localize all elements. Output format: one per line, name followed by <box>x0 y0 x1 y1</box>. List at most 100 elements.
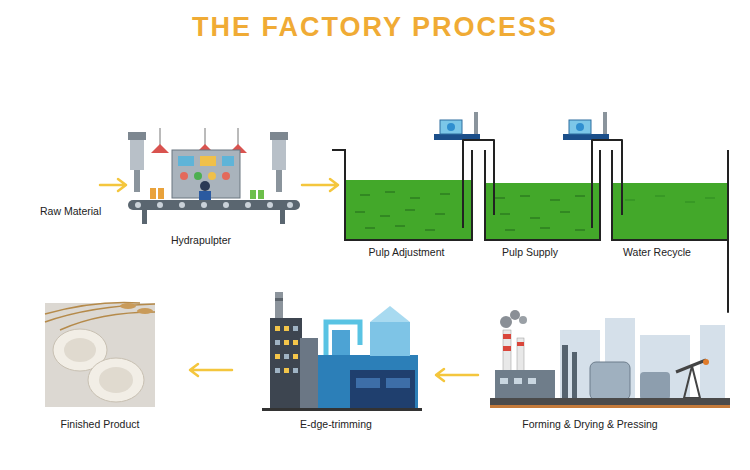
side-building <box>300 338 318 410</box>
product-photo <box>45 302 155 407</box>
robot-arm <box>272 140 286 170</box>
stage-label: Pulp Adjustment <box>338 245 475 259</box>
liquid-ripples <box>355 192 450 230</box>
pump-base <box>434 134 480 140</box>
tower-window <box>293 326 298 331</box>
storage-tank <box>590 362 630 400</box>
bowl-inner <box>99 367 133 393</box>
process-stage: Water Recycle <box>610 148 732 264</box>
tower-window <box>293 354 298 359</box>
smoke-puff <box>500 316 512 328</box>
wheat-ear <box>120 303 136 309</box>
tower-window <box>284 354 289 359</box>
wheat-ear <box>137 308 153 314</box>
lamp-cord <box>238 128 239 145</box>
chimney-band <box>517 342 524 346</box>
smokestack-band <box>275 298 283 301</box>
pump-jack <box>684 366 700 398</box>
robot-arm <box>130 140 144 170</box>
factory-building <box>495 370 555 400</box>
pipe-drop <box>463 148 622 228</box>
belt-leg <box>142 210 147 224</box>
tank-wall <box>332 150 472 240</box>
tower-window <box>275 368 280 373</box>
ground-strip <box>490 398 730 405</box>
ground-strip <box>490 405 730 408</box>
tower-window <box>284 368 289 373</box>
silo <box>370 322 410 356</box>
process-tower <box>562 345 568 400</box>
process-stage: Raw Material <box>40 178 100 224</box>
belt-leg <box>280 210 285 224</box>
pump-pole <box>474 112 478 134</box>
page-title: THE FACTORY PROCESS <box>0 12 750 43</box>
ceiling-lamp <box>151 144 169 153</box>
process-stage: Hydrapulpter <box>126 128 302 250</box>
stage-label: Water Recycle <box>610 245 704 259</box>
ground-line <box>262 408 422 411</box>
stage-label: Forming & Drying & Pressing <box>478 417 702 431</box>
robot-arm <box>134 170 140 192</box>
stage-label: Pulp Supply <box>482 245 578 259</box>
smokestack <box>275 292 283 318</box>
liquid-ripples <box>625 196 715 202</box>
pump-base <box>563 134 609 140</box>
panel-dial <box>222 172 230 180</box>
tower-window <box>293 368 298 373</box>
pump-wheel <box>576 123 584 131</box>
robot-arm <box>270 132 288 140</box>
tower-window <box>293 340 298 345</box>
panel-screen <box>222 156 234 166</box>
process-stage: E-dge-trimming <box>232 288 436 434</box>
tower-window <box>275 326 280 331</box>
panel-dial <box>208 172 216 180</box>
conveyor-belt <box>128 200 300 210</box>
tower-window <box>284 340 289 345</box>
pulp-liquid <box>486 183 599 239</box>
process-stage: Finished Product <box>40 300 190 434</box>
pulp-liquid <box>346 180 471 239</box>
pulp-pipe <box>592 140 622 148</box>
belt-roller <box>223 202 229 208</box>
smoke-puff <box>519 316 527 324</box>
smoke-puff <box>510 310 520 320</box>
duct-pipe <box>326 322 360 355</box>
belt-roller <box>179 202 185 208</box>
process-stage: Forming & Drying & Pressing <box>478 312 730 434</box>
panel-screen <box>178 156 194 166</box>
belt-roller <box>201 202 207 208</box>
stage-label: E-dge-trimming <box>232 417 440 431</box>
water-line <box>727 264 729 312</box>
process-stage: Pulp Supply <box>482 148 604 264</box>
panel-dial <box>180 172 188 180</box>
storage-tank <box>640 372 670 400</box>
panel-screen <box>200 156 216 166</box>
product-jar <box>258 190 264 199</box>
belt-roller <box>287 202 293 208</box>
flow-arrow <box>100 179 126 191</box>
belt-roller <box>157 202 163 208</box>
pulp-bowl <box>88 358 144 402</box>
silo-roof <box>370 306 410 322</box>
factory-window <box>500 378 508 384</box>
control-panel <box>172 150 240 198</box>
stage-label: Hydrapulpter <box>126 233 276 247</box>
tower-window <box>275 354 280 359</box>
tank-wall <box>485 150 600 240</box>
flow-arrow <box>302 179 338 191</box>
flow-arrow <box>436 369 478 381</box>
operator-figure <box>200 181 210 191</box>
chimney-band <box>503 334 511 339</box>
operator-figure <box>199 191 211 200</box>
flow-arrow <box>190 364 232 376</box>
forming-plant <box>490 310 730 408</box>
trimming-machine <box>350 370 415 410</box>
panel-dial <box>194 172 202 180</box>
robot-arm <box>128 132 146 140</box>
lamp-cord <box>160 128 161 145</box>
tower-window <box>284 326 289 331</box>
lamp-cord <box>205 128 206 145</box>
pump-pole <box>603 112 607 134</box>
